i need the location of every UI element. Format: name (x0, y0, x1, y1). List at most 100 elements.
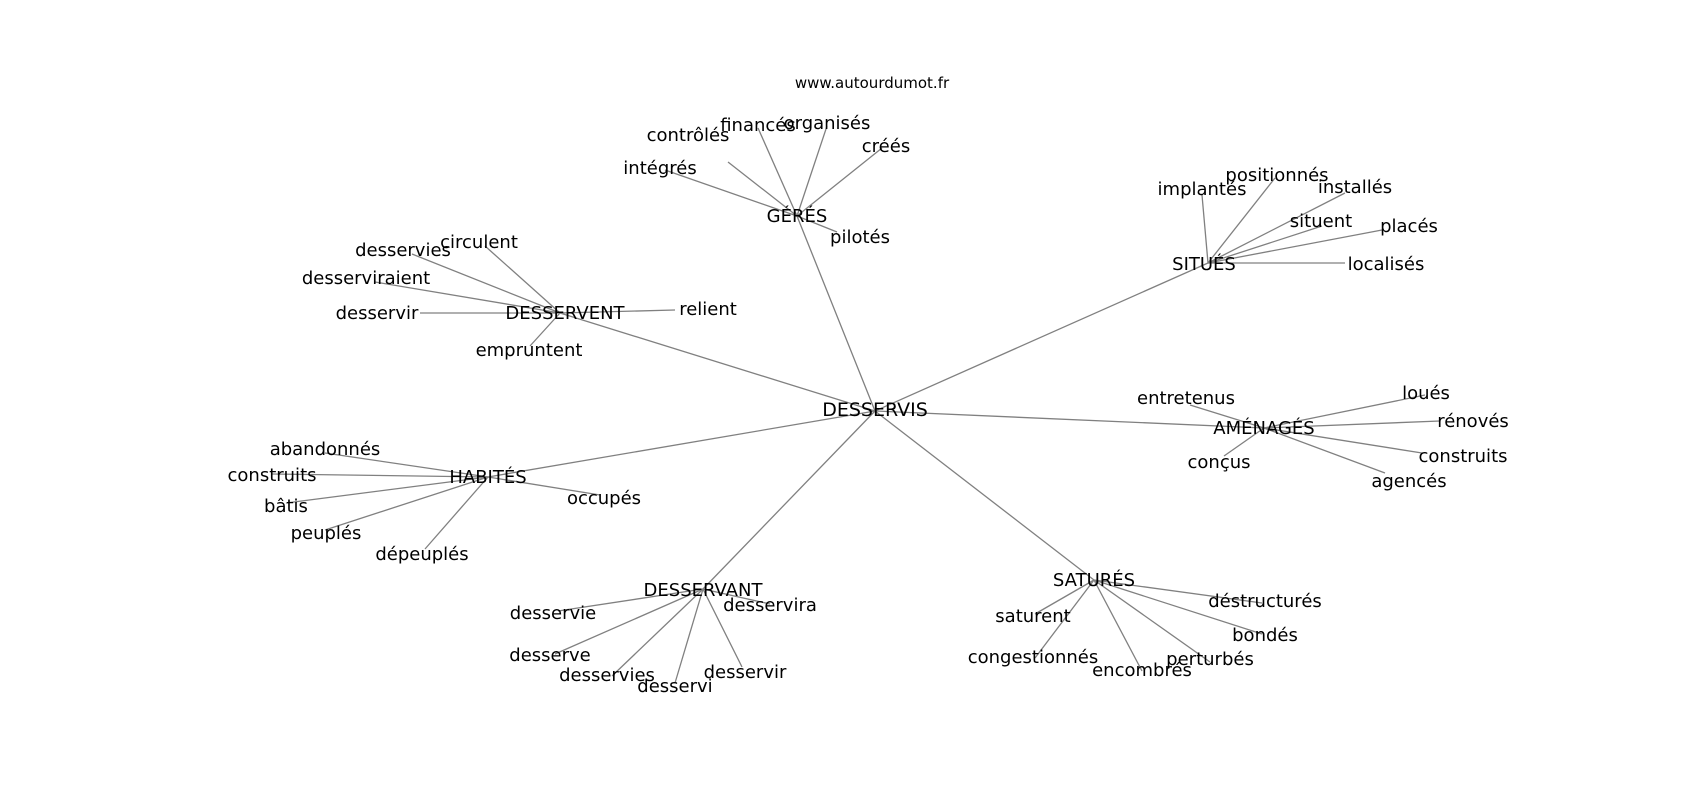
edge-habites-abandonnes (324, 452, 489, 478)
leaf-node-loues: loués (1402, 383, 1450, 404)
edge-satures-encombres (1093, 579, 1143, 672)
leaf-node-desservira: desservira (723, 595, 817, 616)
leaf-node-construits: construits (228, 465, 317, 486)
leaf-node-saturent: saturent (995, 606, 1070, 627)
leaf-node-desserviraient: desserviraient (302, 268, 430, 289)
leaf-node-relient: relient (679, 299, 737, 320)
leaf-node-peuples: peuplés (291, 523, 362, 544)
edge-geres-integres (664, 169, 798, 217)
leaf-node-occupes: occupés (567, 488, 641, 509)
edge-satures-bondes (1093, 579, 1263, 635)
graph-edges (271, 125, 1441, 684)
leaf-node-abandonnes: abandonnés (270, 439, 381, 460)
edge-desservant-desserve (554, 588, 704, 655)
edge-geres-controles (727, 161, 798, 217)
edge-situes-installes (1207, 192, 1346, 264)
leaf-node-desserve: desserve (509, 645, 590, 666)
leaf-node-renoves: rénovés (1437, 411, 1509, 432)
leaf-node-perturbes: perturbés (1166, 649, 1254, 670)
leaf-node-destructures: déstructurés (1208, 591, 1322, 612)
source-label: www.autourdumot.fr (795, 74, 950, 92)
edge-situes-positionnes (1207, 177, 1276, 264)
hub-node-desservant: DESSERVANT (644, 580, 764, 601)
leaf-node-desservir: desservir (336, 303, 419, 324)
edge-situes-situent (1207, 225, 1323, 264)
edge-desservent-desservies (411, 253, 561, 314)
leaf-node-installes: installés (1318, 177, 1392, 198)
edge-desservant-desservir (702, 588, 743, 668)
edge-habites-peuples (324, 476, 489, 531)
leaf-node-positionnes: positionnés (1225, 165, 1328, 186)
edge-center-desservent (559, 312, 876, 412)
leaf-node-situent: situent (1290, 211, 1352, 232)
edge-habites-batis (285, 476, 489, 504)
leaf-node-localises: localisés (1348, 254, 1425, 275)
edge-desservent-desserviraient (374, 281, 561, 314)
edge-center-geres (796, 215, 876, 412)
leaf-node-circulent: circulent (440, 232, 518, 253)
edge-center-habites (487, 410, 876, 478)
edge-desservant-desservira (702, 588, 771, 605)
edge-satures-congestionnes (1034, 579, 1095, 659)
leaf-node-agences: agencés (1371, 471, 1446, 492)
leaf-node-pilotes: pilotés (830, 227, 890, 248)
edge-center-situes (874, 262, 1209, 412)
leaf-node-crees: créés (862, 136, 910, 157)
leaf-node-batis: bâtis (264, 496, 308, 517)
leaf-node-desservies: desservies (559, 665, 655, 686)
edge-desservant-desservies (611, 588, 704, 677)
leaf-node-entretenus: entretenus (1137, 388, 1235, 409)
hub-node-desservent: DESSERVENT (505, 303, 625, 324)
leaf-node-desservies: desservies (355, 240, 451, 261)
edge-desservent-relient (559, 309, 676, 314)
center-node: DESSERVIS (822, 399, 928, 421)
edge-desservent-circulent (484, 245, 561, 314)
leaf-node-desservi: desservi (637, 676, 712, 697)
edge-amenages-entretenus (1189, 404, 1265, 429)
leaf-node-concus: conçus (1188, 452, 1251, 473)
hub-node-situes: SITUÉS (1172, 253, 1236, 275)
hub-node-habites: HABITÉS (449, 466, 526, 488)
leaf-node-empruntent: empruntent (476, 340, 583, 361)
leaf-node-controles: contrôlés (647, 125, 730, 146)
edge-amenages-construits (1263, 427, 1423, 454)
leaf-node-finances: financés (720, 115, 796, 136)
edge-desservant-desservie (557, 588, 704, 612)
edge-amenages-renoves (1263, 420, 1441, 429)
leaf-node-construits: construits (1419, 446, 1508, 467)
edge-satures-saturent (1034, 579, 1095, 615)
edge-habites-depeuples (424, 476, 489, 550)
edge-amenages-concus (1223, 427, 1265, 457)
hub-node-amenages: AMÉNAGÉS (1213, 417, 1314, 439)
leaf-node-bondes: bondés (1232, 625, 1298, 646)
edge-amenages-agences (1263, 427, 1386, 474)
edge-center-desservant (702, 410, 876, 590)
edge-desservent-empruntent (529, 312, 561, 347)
edge-satures-destructures (1093, 579, 1263, 604)
leaf-node-desservir: desservir (704, 662, 787, 683)
edge-geres-pilotes (796, 215, 838, 233)
edge-geres-finances (757, 127, 798, 217)
edge-geres-crees (796, 147, 883, 217)
hub-node-satures: SATURÉS (1053, 569, 1135, 591)
edge-habites-occupes (487, 476, 601, 496)
hub-node-geres: GÉRÉS (767, 205, 828, 227)
edge-satures-perturbes (1093, 579, 1211, 663)
leaf-node-organises: organisés (784, 113, 871, 134)
leaf-node-encombres: encombrés (1092, 660, 1192, 681)
edge-amenages-loues (1263, 394, 1426, 429)
edge-situes-places (1207, 229, 1383, 264)
edge-habites-construits (271, 473, 489, 478)
edge-situes-implantes (1201, 194, 1209, 264)
edge-center-amenages (874, 410, 1265, 429)
edge-center-satures (874, 410, 1095, 581)
leaf-node-congestionnes: congestionnés (968, 647, 1099, 668)
leaf-node-integres: intégrés (623, 158, 696, 179)
leaf-node-desservie: desservie (510, 603, 596, 624)
edge-geres-organises (796, 125, 828, 217)
leaf-node-depeuples: dépeuplés (375, 544, 468, 565)
leaf-node-implantes: implantés (1158, 179, 1247, 200)
edge-desservant-desservi (674, 588, 704, 684)
